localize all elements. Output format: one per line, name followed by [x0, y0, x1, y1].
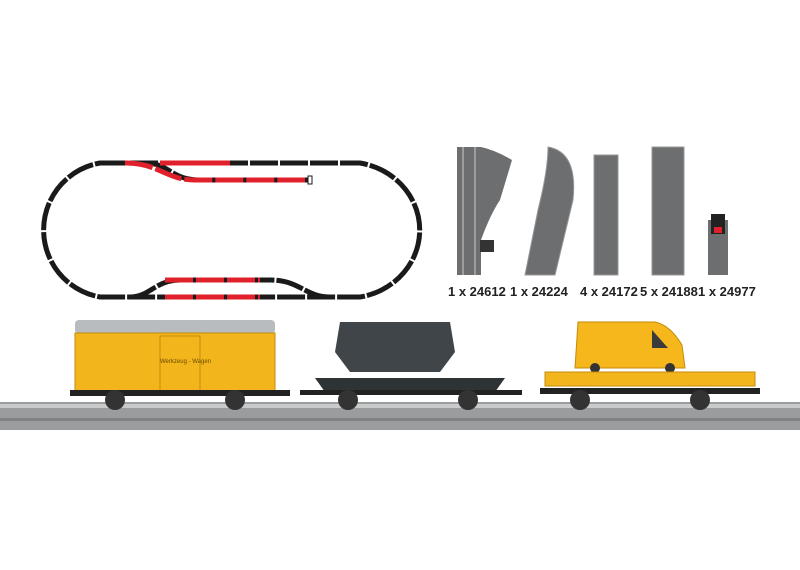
- track-layout-plan: [41, 160, 423, 300]
- track-piece-label: 1 x 24224: [510, 284, 568, 299]
- buffer-stop-icon: [708, 214, 728, 275]
- box-car: Werkzeug - Wagen: [70, 320, 290, 410]
- hopper-car: [300, 322, 522, 410]
- track-piece-label: 1 x 24612: [448, 284, 506, 299]
- straight-track-short-icon: [593, 154, 619, 276]
- curved-track-icon: [524, 146, 575, 276]
- rail-bed: [0, 402, 800, 430]
- switch-track-icon: [457, 147, 512, 275]
- svg-text:Werkzeug - Wagen: Werkzeug - Wagen: [160, 359, 211, 365]
- track-piece-label: 5 x 24188: [640, 284, 698, 299]
- track-piece-label: 1 x 24977: [698, 284, 756, 299]
- straight-track-long-icon: [651, 146, 685, 276]
- flat-car-with-van: [540, 321, 760, 410]
- track-piece-label: 4 x 24172: [580, 284, 638, 299]
